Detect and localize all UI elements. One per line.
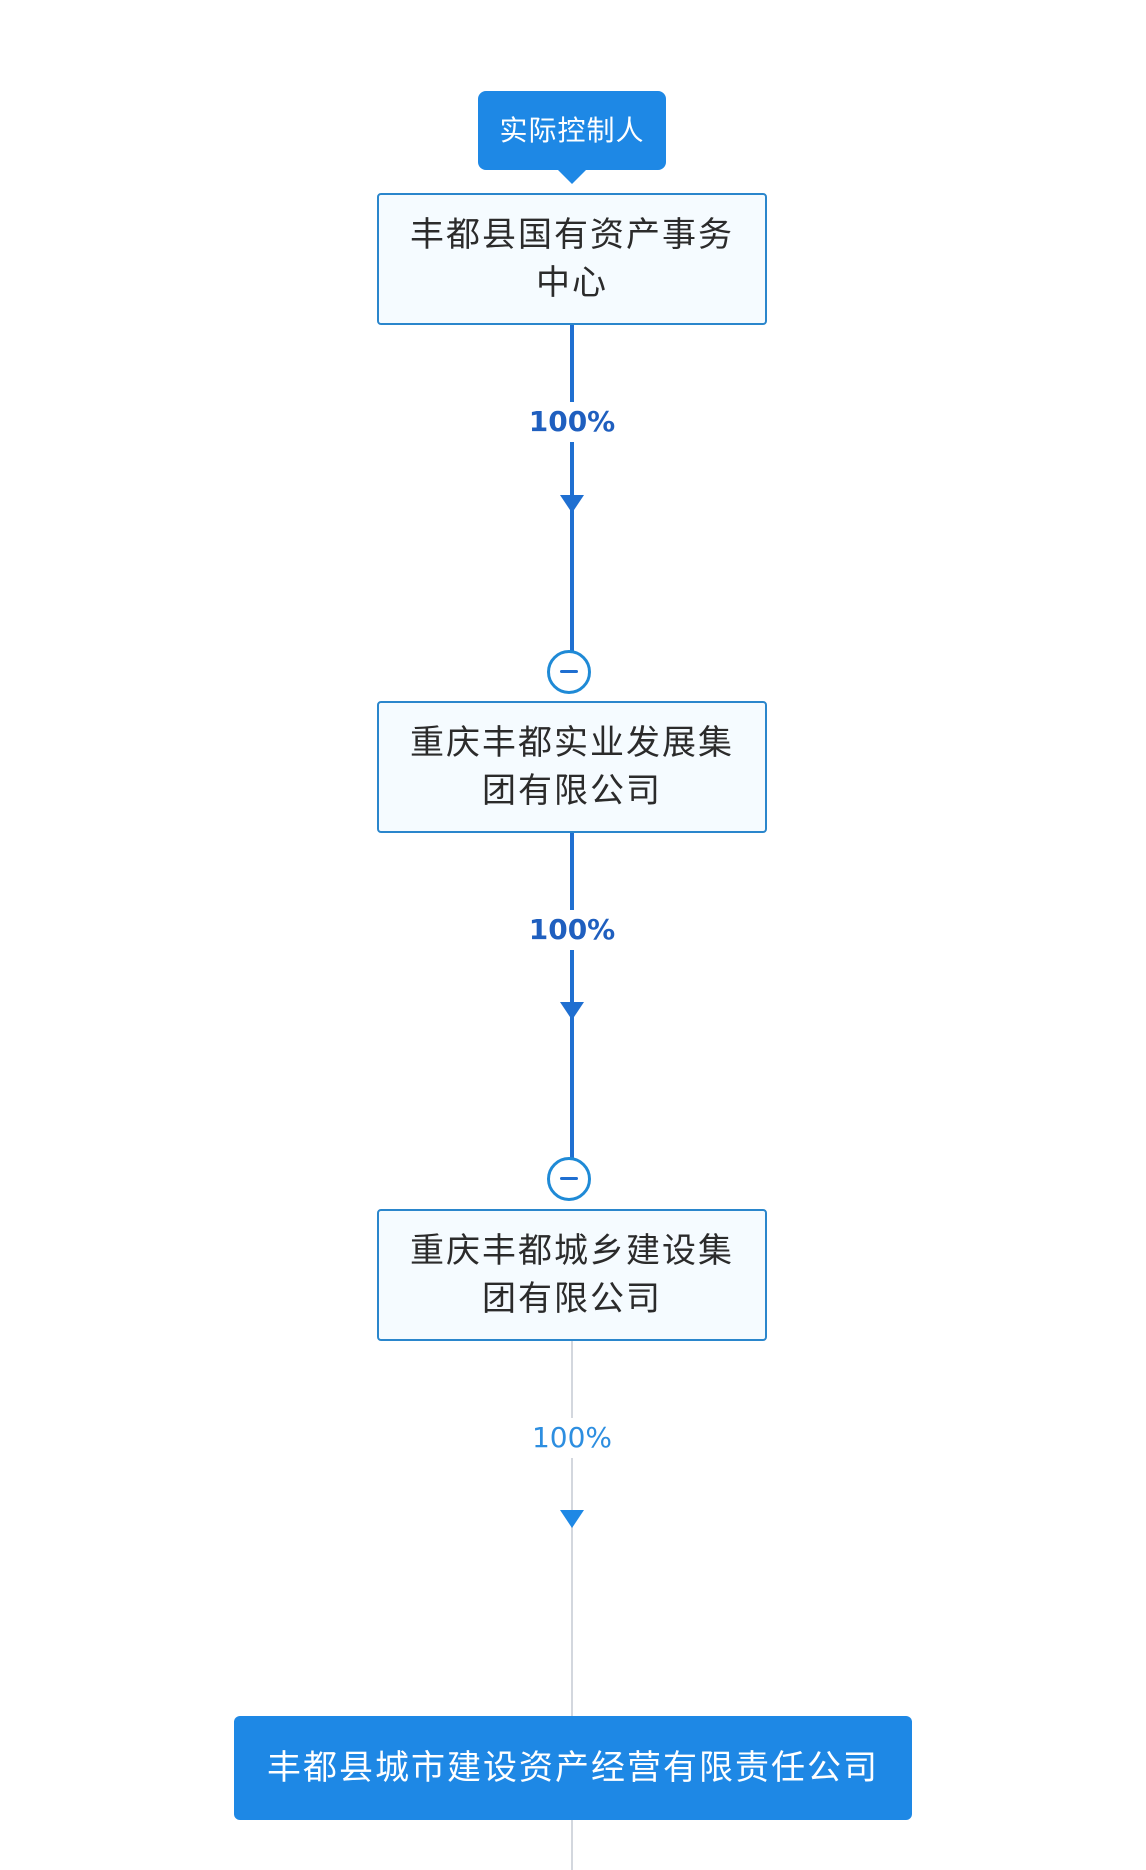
- equity-percent-label: 100%: [472, 402, 672, 442]
- minus-icon: [560, 1177, 578, 1180]
- shareholder-node-1[interactable]: 丰都县国有资产事务中心: [377, 193, 767, 325]
- collapse-toggle-icon[interactable]: [547, 650, 591, 694]
- arrow-down-icon: [560, 495, 584, 513]
- connector-line-3: [571, 1341, 573, 1716]
- target-company-node[interactable]: 丰都县城市建设资产经营有限责任公司: [234, 1716, 912, 1820]
- actual-controller-tag: 实际控制人: [478, 91, 666, 170]
- shareholder-node-3[interactable]: 重庆丰都城乡建设集团有限公司: [377, 1209, 767, 1341]
- connector-line-1: [570, 325, 574, 651]
- shareholder-node-2[interactable]: 重庆丰都实业发展集团有限公司: [377, 701, 767, 833]
- arrow-down-icon: [560, 1002, 584, 1020]
- equity-percent-label: 100%: [472, 1418, 672, 1458]
- minus-icon: [560, 670, 578, 673]
- arrow-down-icon: [560, 1510, 584, 1528]
- tag-pointer-icon: [558, 170, 586, 184]
- shareholder-name: 重庆丰都实业发展集团有限公司: [410, 723, 734, 811]
- equity-percent-label: 100%: [472, 910, 672, 950]
- shareholder-name: 丰都县国有资产事务中心: [410, 215, 734, 303]
- collapse-toggle-icon[interactable]: [547, 1157, 591, 1201]
- shareholder-name: 重庆丰都城乡建设集团有限公司: [410, 1231, 734, 1319]
- connector-line-continuation: [571, 1820, 573, 1870]
